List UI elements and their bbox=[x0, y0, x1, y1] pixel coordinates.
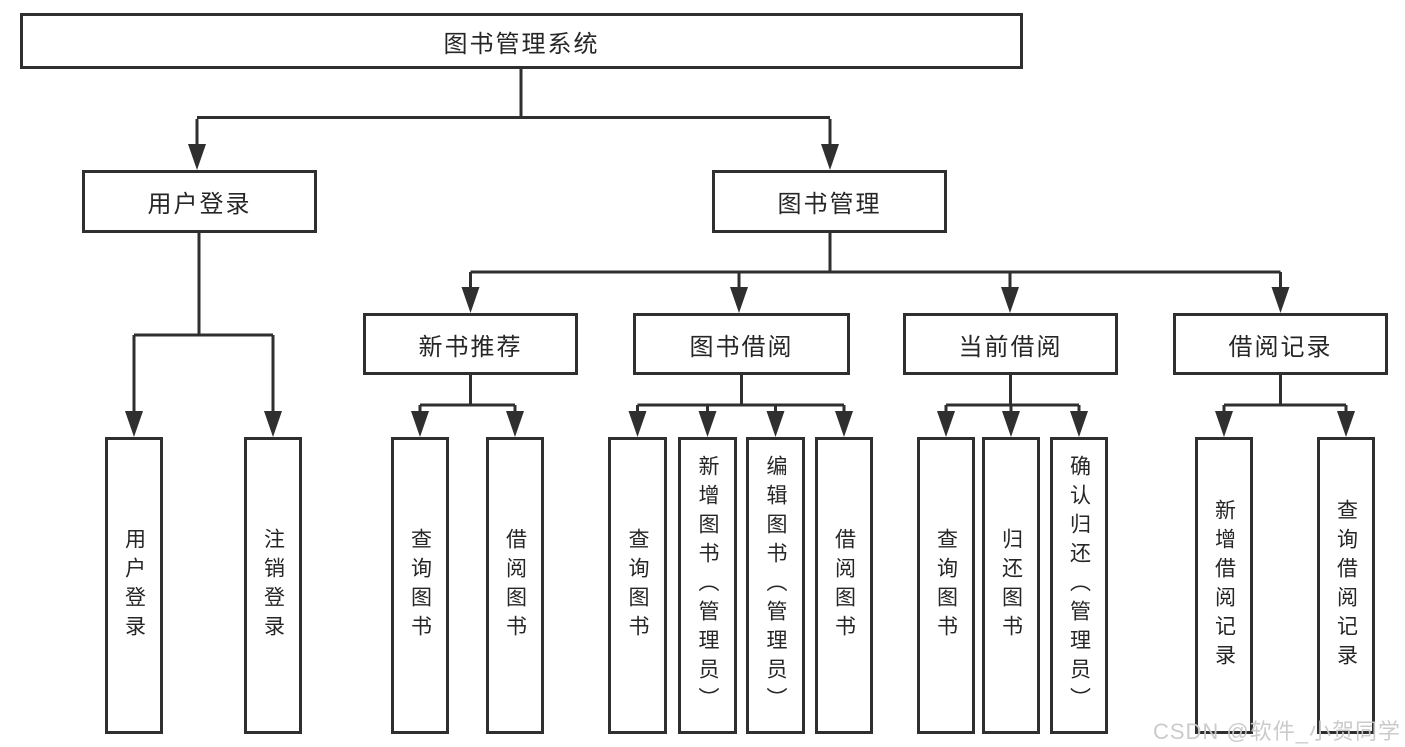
node-new-book-recommendation: 新书推荐 bbox=[363, 313, 578, 375]
node-root-system: 图书管理系统 bbox=[20, 13, 1023, 69]
connector-root-to-level1 bbox=[188, 69, 839, 170]
leaf-query-borrow-record: 查询借阅记录 bbox=[1317, 437, 1375, 734]
leaf-user-login-label: 用户登录 bbox=[122, 527, 146, 644]
node-current-borrowing: 当前借阅 bbox=[903, 313, 1118, 375]
leaf-query-books-recommend: 查询图书 bbox=[391, 437, 449, 734]
node-book-management-label: 图书管理 bbox=[777, 191, 882, 218]
leaf-query-books-borrowing: 查询图书 bbox=[608, 437, 667, 734]
leaf-query-books-borrowing-label: 查询图书 bbox=[626, 527, 649, 644]
node-root-system-label: 图书管理系统 bbox=[443, 30, 600, 58]
node-book-borrowing-label: 图书借阅 bbox=[689, 333, 794, 361]
leaf-add-borrow-record-label: 新增借阅记录 bbox=[1212, 498, 1236, 673]
leaf-borrow-books-borrowing: 借阅图书 bbox=[815, 437, 873, 734]
node-current-borrowing-label: 当前借阅 bbox=[958, 333, 1063, 361]
leaf-add-books-admin: 新增图书（管理员） bbox=[678, 437, 737, 734]
connector-book-borrowing-branch bbox=[628, 375, 853, 437]
leaf-user-login: 用户登录 bbox=[105, 437, 163, 734]
leaf-logout: 注销登录 bbox=[244, 437, 302, 734]
leaf-add-books-admin-label: 新增图书（管理员） bbox=[696, 455, 719, 716]
leaf-borrow-books-recommend: 借阅图书 bbox=[486, 437, 544, 734]
csdn-watermark: CSDN @软件_小贺同学 bbox=[1152, 719, 1401, 744]
connector-current-borrowing-branch bbox=[937, 375, 1088, 437]
leaf-query-books-current-label: 查询图书 bbox=[934, 527, 958, 644]
node-book-management: 图书管理 bbox=[712, 170, 947, 233]
leaf-edit-books-admin: 编辑图书（管理员） bbox=[746, 437, 805, 734]
leaf-query-borrow-record-label: 查询借阅记录 bbox=[1334, 498, 1358, 673]
node-borrowing-records-label: 借阅记录 bbox=[1228, 333, 1333, 361]
leaf-borrow-books-borrowing-label: 借阅图书 bbox=[832, 527, 856, 644]
leaf-edit-books-admin-label: 编辑图书（管理员） bbox=[764, 455, 787, 716]
node-user-login-label: 用户登录 bbox=[147, 191, 252, 218]
connector-new-book-branch bbox=[411, 375, 524, 437]
leaf-query-books-recommend-label: 查询图书 bbox=[408, 527, 432, 644]
leaf-query-books-current: 查询图书 bbox=[917, 437, 975, 734]
leaf-return-books-label: 归还图书 bbox=[999, 527, 1023, 644]
node-borrowing-records: 借阅记录 bbox=[1173, 313, 1388, 375]
node-user-login: 用户登录 bbox=[82, 170, 317, 233]
leaf-confirm-return-admin-label: 确认归还（管理员） bbox=[1067, 455, 1091, 716]
leaf-borrow-books-recommend-label: 借阅图书 bbox=[503, 527, 527, 644]
node-new-book-recommendation-label: 新书推荐 bbox=[418, 333, 523, 361]
node-book-borrowing: 图书借阅 bbox=[633, 313, 850, 375]
leaf-add-borrow-record: 新增借阅记录 bbox=[1195, 437, 1253, 734]
connector-borrowing-records-branch bbox=[1215, 375, 1355, 437]
connector-user-login-branch bbox=[125, 233, 282, 437]
leaf-return-books: 归还图书 bbox=[982, 437, 1040, 734]
leaf-logout-label: 注销登录 bbox=[261, 527, 285, 644]
connector-book-management-branch bbox=[461, 233, 1290, 313]
leaf-confirm-return-admin: 确认归还（管理员） bbox=[1050, 437, 1108, 734]
